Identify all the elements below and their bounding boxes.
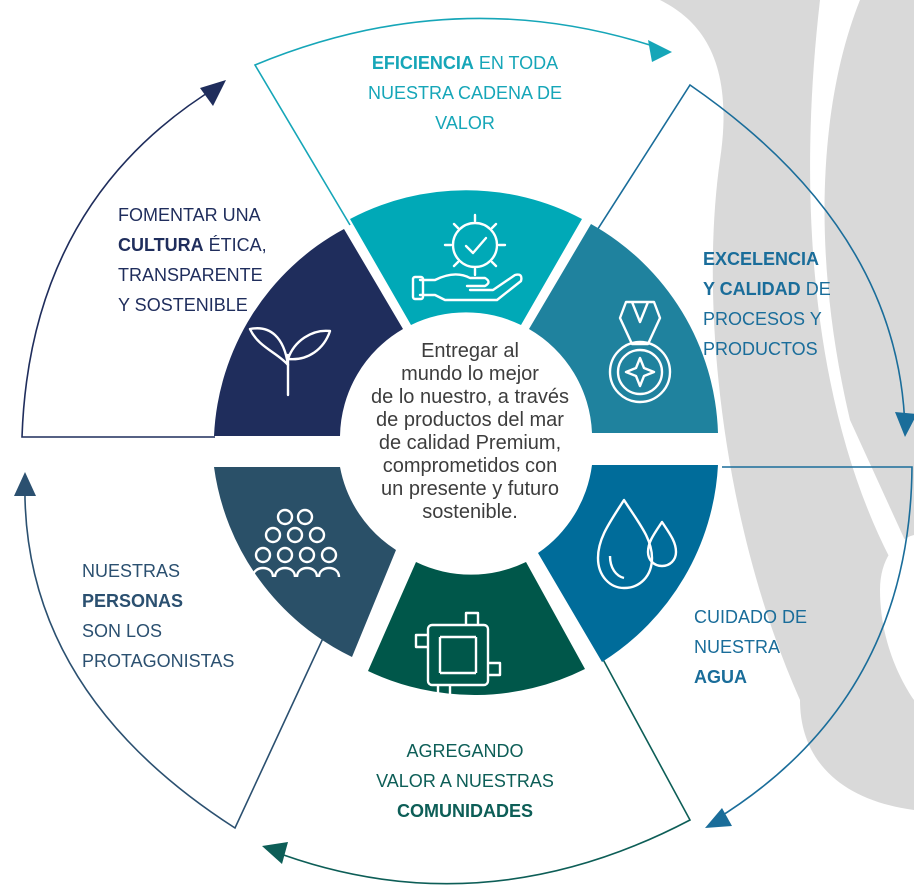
outline-cultura xyxy=(21,84,221,438)
arrowhead-comunidades xyxy=(262,842,288,864)
label-cultura-line2-rest: ÉTICA, xyxy=(203,235,267,255)
label-cultura: FOMENTAR UNA CULTURA ÉTICA, TRANSPARENTE… xyxy=(118,200,318,320)
center-line: sostenible. xyxy=(422,501,518,523)
arrowhead-agua xyxy=(705,808,732,828)
sprout-icon xyxy=(248,327,332,397)
center-line: de productos del mar xyxy=(376,409,564,431)
label-excelencia-line4: PRODUCTOS xyxy=(703,339,818,359)
arrowhead-cultura xyxy=(200,80,226,106)
outline-excelencia xyxy=(577,83,906,431)
label-comunidades-line2: VALOR A NUESTRAS xyxy=(376,771,554,791)
ring-segment-eficiencia xyxy=(350,190,582,325)
ring-segment-cultura xyxy=(214,229,403,436)
label-eficiencia: EFICIENCIA EN TODA NUESTRA CADENA DE VAL… xyxy=(340,48,590,138)
label-eficiencia-bold: EFICIENCIA xyxy=(371,53,474,73)
outline-eficiencia xyxy=(253,17,666,226)
arrowhead-personas xyxy=(14,472,36,496)
label-cultura-line3: TRANSPARENTE xyxy=(118,265,263,285)
background-crescent-shape xyxy=(660,0,914,810)
label-agua-line1: CUIDADO DE xyxy=(694,607,808,627)
label-comunidades: AGREGANDO VALOR A NUESTRAS COMUNIDADES xyxy=(340,736,590,826)
ring-center-disc xyxy=(346,318,586,558)
center-line: de calidad Premium, xyxy=(378,432,562,454)
center-line: Entregar al xyxy=(421,340,519,362)
joined-hands-icon xyxy=(414,611,502,699)
ring-segment-agua xyxy=(538,465,718,662)
center-line: un presente y futuro xyxy=(381,478,559,500)
center-statement: Entregar al mundo lo mejor de lo nuestro… xyxy=(355,340,585,524)
label-personas-line3: SON LOS xyxy=(82,621,163,641)
water-drops-icon xyxy=(596,498,678,590)
center-line: mundo lo mejor xyxy=(401,363,539,385)
background-decoration xyxy=(660,0,914,810)
label-excelencia: EXCELENCIA Y CALIDAD DE PROCESOS Y PRODU… xyxy=(703,244,903,364)
outer-outline-segments xyxy=(21,17,913,885)
ring-segment-excelencia xyxy=(529,224,718,433)
outline-personas xyxy=(24,479,351,830)
label-excelencia-line3: PROCESOS Y xyxy=(703,309,822,329)
gear-check-hand-icon xyxy=(411,213,523,302)
ring-segment-comunidades xyxy=(368,562,585,696)
label-eficiencia-line1-rest: EN TODA xyxy=(473,53,559,73)
label-cultura-line4: Y SOSTENIBLE xyxy=(118,295,248,315)
label-excelencia-line2-rest: DE xyxy=(800,279,831,299)
inner-ring xyxy=(214,190,718,696)
outline-comunidades xyxy=(269,579,692,885)
outline-agua xyxy=(714,466,913,821)
label-eficiencia-line2: NUESTRA CADENA DE xyxy=(367,83,563,103)
label-cultura-line1: FOMENTAR UNA xyxy=(118,205,261,225)
background-white-arc xyxy=(810,0,914,600)
label-excelencia-line2-bold: Y CALIDAD xyxy=(703,279,801,299)
label-excelencia-bold: EXCELENCIA xyxy=(703,249,820,269)
center-line: de lo nuestro, a través xyxy=(371,386,569,408)
label-personas: NUESTRAS PERSONAS SON LOS PROTAGONISTAS xyxy=(82,556,282,676)
label-agua: CUIDADO DE NUESTRA AGUA xyxy=(694,602,874,692)
label-personas-bold: PERSONAS xyxy=(82,591,184,611)
label-agua-bold: AGUA xyxy=(694,667,747,687)
medal-icon xyxy=(608,300,672,404)
label-agua-line2: NUESTRA xyxy=(694,637,781,657)
label-personas-line4: PROTAGONISTAS xyxy=(82,651,235,671)
people-group-icon xyxy=(251,508,341,578)
label-personas-line1: NUESTRAS xyxy=(82,561,181,581)
label-eficiencia-line3: VALOR xyxy=(435,113,495,133)
label-comunidades-line1: AGREGANDO xyxy=(406,741,524,761)
arrowhead-excelencia xyxy=(895,412,914,437)
arrowhead-eficiencia xyxy=(648,40,672,62)
center-line: comprometidos con xyxy=(382,455,558,477)
label-cultura-bold: CULTURA xyxy=(118,235,204,255)
label-comunidades-bold: COMUNIDADES xyxy=(396,801,533,821)
outline-arrowheads xyxy=(14,40,914,864)
